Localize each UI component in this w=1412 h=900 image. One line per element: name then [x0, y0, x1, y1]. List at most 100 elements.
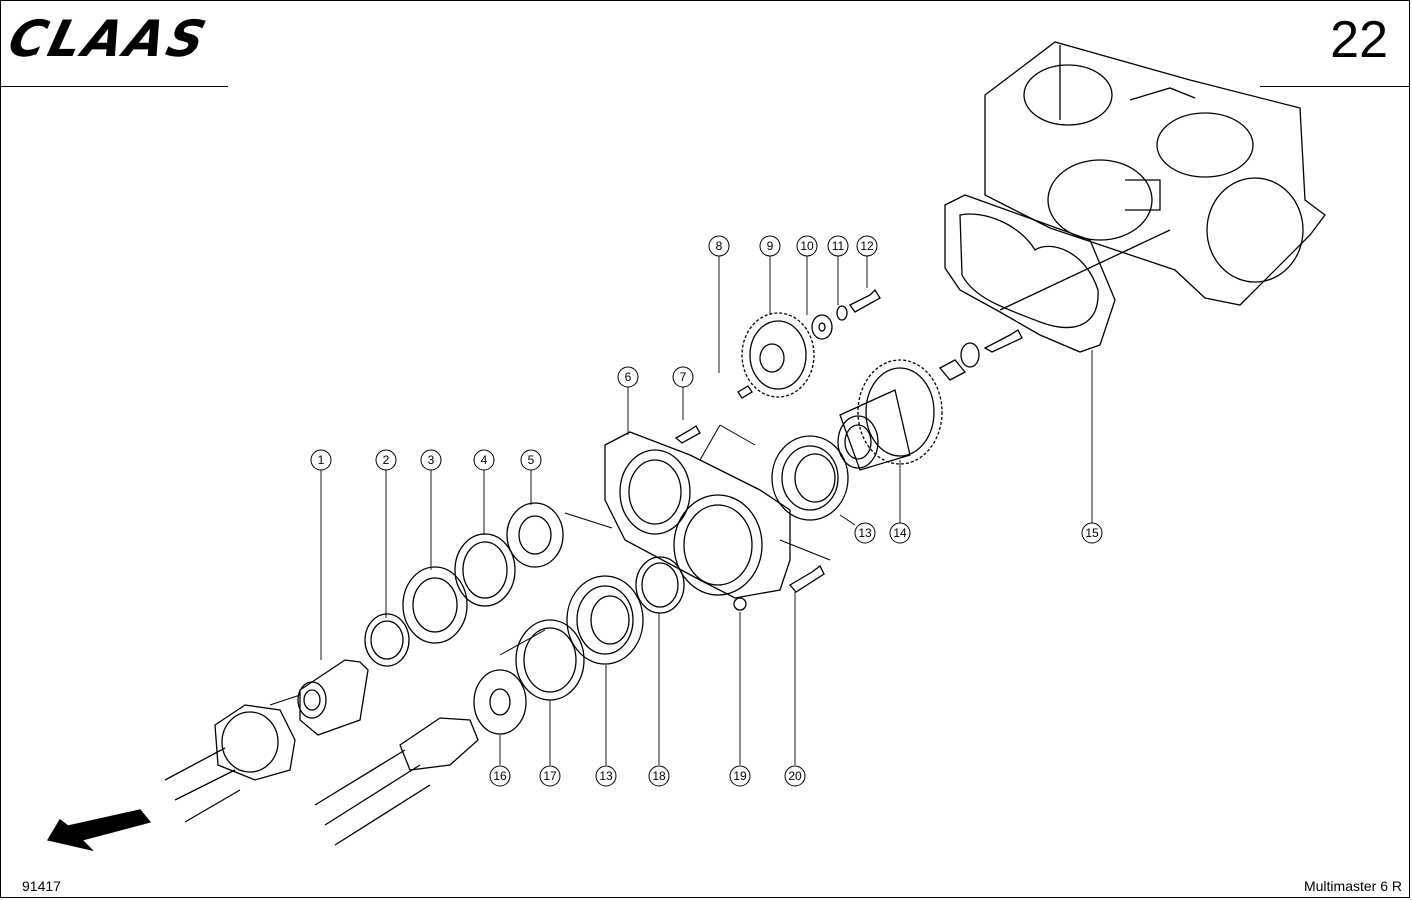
- callout-circle: [889, 522, 911, 544]
- callout-14: 14: [889, 522, 911, 544]
- callout-6: 6: [617, 366, 639, 388]
- callout-circle: [854, 522, 876, 544]
- pto-shaft: [314, 717, 479, 846]
- collar-16: [473, 669, 527, 735]
- bolt-and-nut-assembly: [938, 329, 1023, 381]
- callout-circle: [617, 366, 639, 388]
- callout-18: 18: [648, 765, 670, 787]
- direction-arrow-icon: [46, 809, 152, 852]
- callout-number: 12: [860, 239, 874, 253]
- callout-12: 12: [856, 235, 878, 257]
- callout-number: 19: [733, 769, 747, 783]
- callout-circle: [520, 449, 542, 471]
- ball-bearing-upper: [771, 435, 849, 521]
- callout-number: 20: [788, 769, 802, 783]
- ring-2: [364, 613, 410, 667]
- callout-10: 10: [796, 235, 818, 257]
- callout-circle: [1081, 522, 1103, 544]
- drive-gear-with-sleeve: [837, 359, 943, 471]
- callout-9: 9: [759, 235, 781, 257]
- shaft-seal-17: [515, 619, 585, 701]
- callout-number: 13: [858, 526, 872, 540]
- callout-number: 16: [493, 769, 507, 783]
- callout-5: 5: [520, 449, 542, 471]
- callout-19: 19: [729, 765, 751, 787]
- callout-leader-lines: [320, 256, 1093, 765]
- lock-washer-11: [836, 305, 848, 321]
- callout-number: 15: [1085, 526, 1099, 540]
- callout-circle: [796, 235, 818, 257]
- callout-number: 6: [625, 370, 632, 384]
- callout-4: 4: [473, 449, 495, 471]
- retaining-ring-18: [635, 556, 685, 614]
- callout-number: 13: [599, 769, 613, 783]
- washer-10: [811, 314, 833, 340]
- callout-11: 11: [827, 235, 849, 257]
- callout-1: 1: [310, 449, 332, 471]
- callout-15: 15: [1081, 522, 1103, 544]
- bolt-12: [849, 288, 881, 313]
- splined-hub: [297, 659, 369, 736]
- bearing-housing-cover: [604, 431, 791, 599]
- nut-19: [733, 597, 747, 611]
- callout-circle: [310, 449, 332, 471]
- callout-circle: [708, 235, 730, 257]
- callout-circle: [595, 765, 617, 787]
- callout-circle: [420, 449, 442, 471]
- callout-circle: [489, 765, 511, 787]
- callout-circle: [729, 765, 751, 787]
- callout-number: 11: [832, 239, 845, 253]
- callout-3: 3: [420, 449, 442, 471]
- callout-8: 8: [708, 235, 730, 257]
- callout-circle: [856, 235, 878, 257]
- callout-circle: [759, 235, 781, 257]
- callout-circle: [473, 449, 495, 471]
- callout-number: 4: [481, 453, 488, 467]
- callout-circle: [672, 366, 694, 388]
- callout-number: 3: [428, 453, 435, 467]
- drawing-number: 91417: [22, 878, 61, 894]
- shaft-seal-3: [402, 566, 468, 644]
- bolt-20: [789, 565, 825, 593]
- gasket: [944, 194, 1171, 353]
- callout-number: 7: [680, 370, 687, 384]
- callout-7: 7: [672, 366, 694, 388]
- model-name: Multimaster 6 R: [1303, 878, 1402, 894]
- callout-circle: [784, 765, 806, 787]
- callout-13b: 13: [595, 765, 617, 787]
- ball-bearing-lower: [566, 575, 644, 665]
- callout-13a: 13: [854, 522, 876, 544]
- callout-number: 18: [652, 769, 666, 783]
- header-rule-left: [0, 86, 228, 87]
- ball-bearing-5: [506, 502, 564, 568]
- callout-number: 17: [543, 769, 557, 783]
- gearbox-housing: [984, 41, 1326, 306]
- callout-circle: [827, 235, 849, 257]
- callout-17: 17: [539, 765, 561, 787]
- callout-20: 20: [784, 765, 806, 787]
- small-gear: [741, 312, 815, 398]
- callout-circle: [648, 765, 670, 787]
- callout-number: 9: [767, 239, 774, 253]
- shim-4: [454, 533, 516, 607]
- coupling-and-driveshaft: [164, 704, 296, 823]
- callout-circle: [539, 765, 561, 787]
- callout-number: 8: [716, 239, 723, 253]
- assembly-guide-lines: [269, 424, 831, 706]
- bolt-7: [674, 425, 701, 444]
- page-number: 22: [1330, 11, 1388, 69]
- callout-number: 1: [318, 453, 325, 467]
- callout-number: 5: [528, 453, 535, 467]
- callout-16: 16: [489, 765, 511, 787]
- callout-number: 14: [893, 526, 907, 540]
- callout-2: 2: [375, 449, 397, 471]
- callout-number: 10: [800, 239, 814, 253]
- header-rule-right: [1260, 86, 1410, 87]
- callout-circle: [375, 449, 397, 471]
- feather-key: [737, 385, 753, 399]
- callout-number: 2: [383, 453, 390, 467]
